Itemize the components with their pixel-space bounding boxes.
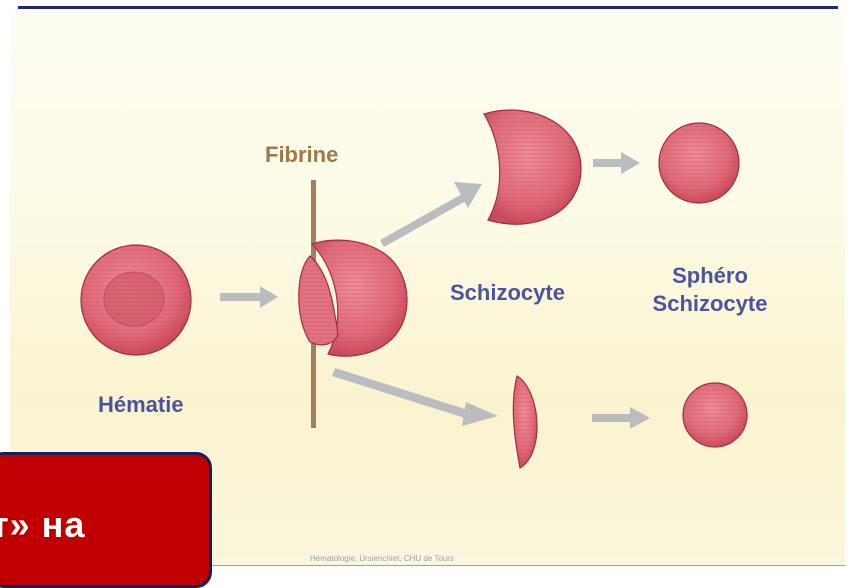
label-schizocyte: Schizocyte — [450, 280, 565, 306]
slide-footer-note: Hématologie, Ursienchiet, CHU de Tours — [310, 554, 454, 563]
arrow-to-spheroschizocyte-bottom — [592, 407, 650, 429]
arrow-to-schizocyte — [380, 182, 482, 247]
label-sphero-line1: Sphéro — [630, 262, 790, 290]
overlay-text: т» на — [0, 504, 85, 546]
label-hematie: Hématie — [98, 392, 184, 418]
lower-fragment-cell — [513, 376, 537, 468]
label-fibrine: Fibrine — [265, 142, 338, 168]
schizocyte-cell — [484, 110, 581, 224]
top-rule — [18, 6, 838, 9]
bottom-rule — [205, 565, 845, 566]
label-sphero-line2: Schizocyte — [630, 290, 790, 318]
overlay-red-box: т» на — [0, 452, 212, 588]
arrow-to-spheroschizocyte-top — [593, 152, 640, 174]
label-spheroschizocyte: Sphéro Schizocyte — [630, 262, 790, 318]
spheroschizocyte-bottom-cell — [683, 383, 747, 447]
arrow-to-lower-fragment — [332, 368, 498, 426]
spheroschizocyte-top-cell — [659, 123, 739, 203]
arrow-hematie-to-fibrine — [220, 286, 278, 308]
hematie-cell — [81, 245, 191, 355]
